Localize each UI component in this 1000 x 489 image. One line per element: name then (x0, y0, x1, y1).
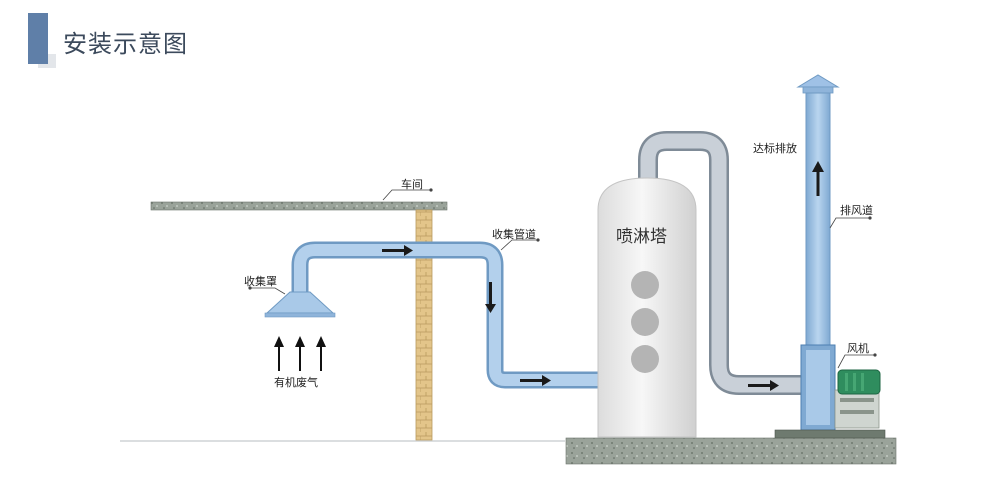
brick-column (415, 209, 433, 441)
label-organic-waste-gas: 有机废气 (274, 375, 318, 389)
label-spray-tower: 喷淋塔 (616, 227, 667, 247)
ground-slab (565, 437, 897, 465)
flow-arrow-to-fan (748, 380, 779, 391)
page-title: 安装示意图 (63, 30, 188, 58)
label-fan: 风机 (847, 341, 869, 355)
leader-exhaust-duct (829, 217, 870, 229)
collection-pipe-outline (291, 241, 598, 389)
flow-arrow-horizontal (382, 245, 413, 256)
leader-fan (837, 354, 875, 369)
label-workshop: 车间 (401, 177, 423, 191)
tower-window-1 (631, 271, 659, 299)
outlet-pipe (640, 133, 805, 393)
waste-gas-arrows (274, 336, 326, 371)
fan (774, 344, 886, 439)
tower-window-3 (631, 345, 659, 373)
label-collection-hood: 收集罩 (244, 274, 277, 288)
flow-arrow-up (812, 161, 824, 196)
flow-arrow-down (485, 282, 496, 313)
spray-tower (597, 177, 697, 438)
flow-arrow-to-tower (520, 375, 551, 386)
label-compliant-emission: 达标排放 (753, 141, 797, 155)
fan-motor (837, 369, 881, 395)
label-exhaust-duct: 排风道 (840, 203, 873, 217)
workshop-roof (150, 201, 448, 211)
leader-workshop (382, 189, 431, 201)
collection-pipe (294, 244, 598, 386)
leader-collection-pipe (500, 239, 538, 251)
exhaust-chimney (796, 74, 840, 349)
collection-hood-rim (264, 312, 336, 318)
leader-collection-hood (250, 287, 286, 295)
label-collection-pipe: 收集管道 (492, 227, 536, 241)
tower-window-2 (631, 308, 659, 336)
header-accent-bar (28, 13, 48, 64)
collection-hood (265, 291, 335, 314)
